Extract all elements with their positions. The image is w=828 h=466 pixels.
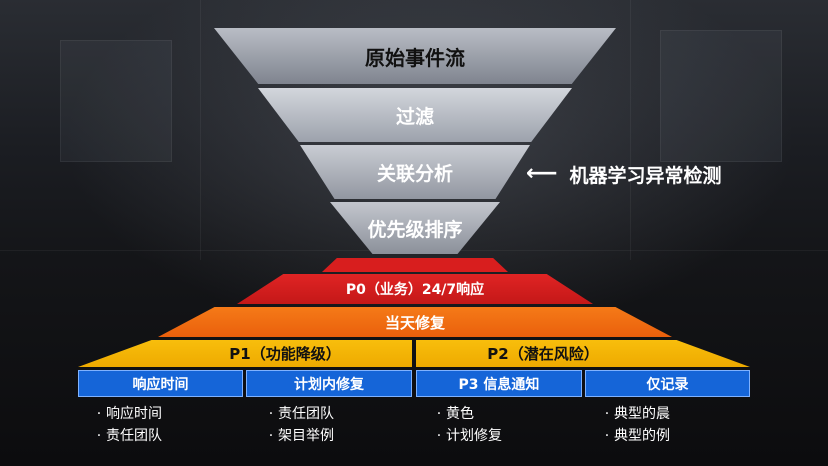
p0-priority-bar: P0（业务）24/7响应 (237, 274, 593, 304)
funnel-stage-label: 过滤 (395, 105, 434, 128)
bullet-dot-icon: · (604, 406, 610, 422)
background-window (660, 30, 782, 162)
funnel-stage-label: 优先级排序 (367, 218, 463, 241)
p2-label: P2（潜在风险） (487, 345, 599, 363)
p1-label: P1（功能降级） (229, 345, 341, 363)
list-item: ·响应时间 (92, 403, 162, 425)
funnel-stage-prioritization: 优先级排序 (330, 202, 500, 254)
p0-top-band (322, 258, 508, 272)
bullet-dot-icon: · (268, 406, 274, 422)
action-box-log-only: 仅记录 (585, 370, 750, 397)
action-label: P3 信息通知 (458, 376, 540, 393)
bullet-dot-icon: · (96, 428, 102, 444)
same-day-fix-bar: 当天修复 (158, 307, 672, 337)
background-column (200, 0, 201, 260)
list-item: ·架目举例 (264, 425, 334, 447)
action-bullets-p3-notify: ·黄色 ·计划修复 (432, 403, 502, 447)
bullet-dot-icon: · (604, 428, 610, 444)
action-label: 计划内修复 (294, 376, 364, 393)
action-box-p3-notify: P3 信息通知 (416, 370, 582, 397)
funnel-stage-correlation: 关联分析 (300, 145, 530, 199)
bullet-dot-icon: · (436, 428, 442, 444)
p2-priority-bar: P2（潜在风险） (416, 340, 750, 367)
funnel-stage-label: 关联分析 (376, 162, 453, 185)
background-column (630, 0, 631, 260)
bullet-dot-icon: · (96, 406, 102, 422)
p0-label: P0（业务）24/7响应 (345, 282, 485, 298)
action-bullets-log-only: ·典型的晨 ·典型的例 (600, 403, 670, 447)
ml-annotation-label: 机器学习异常检测 (569, 164, 722, 187)
bullet-dot-icon: · (268, 428, 274, 444)
funnel-title: 原始事件流 (365, 45, 465, 70)
action-label: 仅记录 (646, 376, 689, 393)
left-arrow-icon: ⟵ (526, 161, 558, 186)
bullet-dot-icon: · (436, 406, 442, 422)
list-item: ·计划修复 (432, 425, 502, 447)
list-item: ·责任团队 (264, 403, 334, 425)
p1-priority-bar: P1（功能降级） (78, 340, 412, 367)
list-item: ·典型的晨 (600, 403, 670, 425)
action-box-planned-fix: 计划内修复 (246, 370, 412, 397)
list-item: ·黄色 (432, 403, 502, 425)
funnel-top-raw-events: 原始事件流 (214, 28, 616, 84)
action-label: 响应时间 (132, 376, 189, 393)
list-item: ·责任团队 (92, 425, 162, 447)
same-day-fix-label: 当天修复 (384, 313, 445, 332)
background-window (60, 40, 172, 162)
funnel-stage-filter: 过滤 (258, 88, 572, 142)
action-bullets-planned-fix: ·责任团队 ·架目举例 (264, 403, 334, 447)
action-box-response-time: 响应时间 (78, 370, 243, 397)
action-bullets-response-time: ·响应时间 ·责任团队 (92, 403, 162, 447)
ml-annotation: ⟵ 机器学习异常检测 (526, 158, 722, 190)
list-item: ·典型的例 (600, 425, 670, 447)
